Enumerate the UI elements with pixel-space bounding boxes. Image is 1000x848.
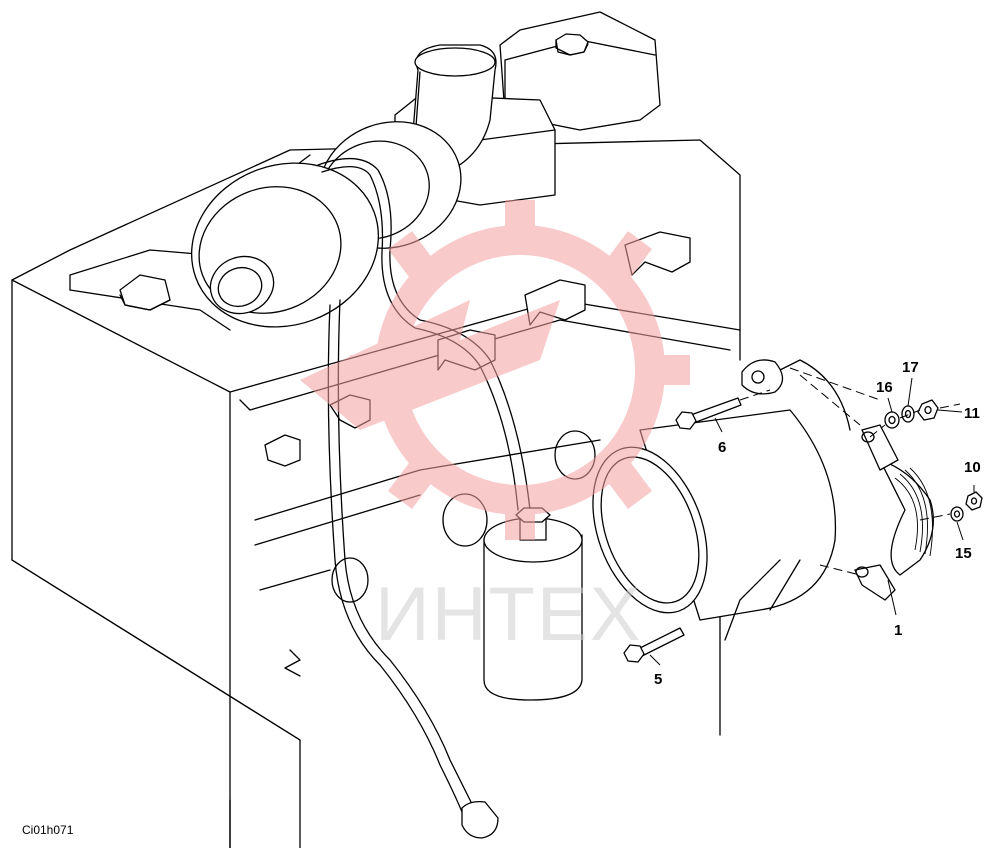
watermark: ИНТЕХ xyxy=(300,200,690,657)
callout-1: 1 xyxy=(894,622,902,639)
drawing-code: Ci01h071 xyxy=(22,823,74,837)
callout-15: 15 xyxy=(955,545,972,562)
leader-lines xyxy=(649,377,975,666)
turbocharger xyxy=(190,121,462,328)
assembly-lines xyxy=(739,367,961,576)
callout-11: 11 xyxy=(964,405,980,422)
callout-10: 10 xyxy=(964,459,981,476)
callout-5: 5 xyxy=(654,671,662,688)
bolt-5 xyxy=(623,627,685,663)
nut-11 xyxy=(917,399,939,421)
callout-6: 6 xyxy=(718,439,726,456)
callout-17: 17 xyxy=(902,359,919,376)
watermark-arrow-icon xyxy=(300,300,560,430)
washer-15 xyxy=(950,506,964,522)
washer-16 xyxy=(884,411,900,429)
watermark-text: ИНТЕХ xyxy=(375,572,642,657)
callout-16: 16 xyxy=(876,379,893,396)
lock-washer-17 xyxy=(901,405,915,423)
nut-10 xyxy=(965,491,983,511)
bolt-6 xyxy=(675,397,742,430)
